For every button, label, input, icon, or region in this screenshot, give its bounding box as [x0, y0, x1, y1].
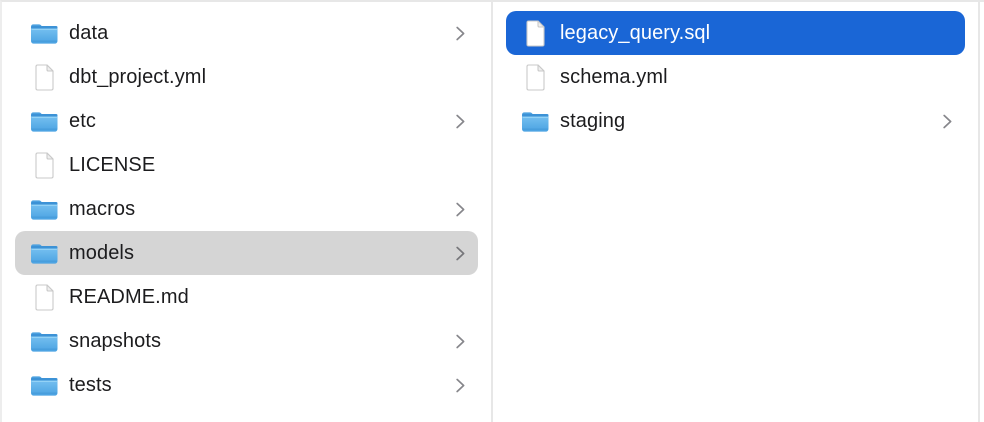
- file-label: etc: [69, 110, 96, 132]
- file-row[interactable]: tests: [15, 363, 478, 407]
- file-row[interactable]: legacy_query.sql: [506, 11, 965, 55]
- folder-icon: [29, 370, 59, 400]
- chevron-right-icon: [455, 333, 466, 350]
- column-divider[interactable]: [491, 2, 493, 422]
- document-icon: [520, 18, 550, 48]
- file-label: staging: [560, 110, 626, 132]
- file-column-right: legacy_query.sql schema.yml staging: [493, 2, 978, 422]
- file-row[interactable]: snapshots: [15, 319, 478, 363]
- chevron-right-icon: [455, 113, 466, 130]
- column-divider[interactable]: [978, 2, 980, 422]
- folder-icon: [520, 106, 550, 136]
- folder-icon: [29, 106, 59, 136]
- chevron-right-icon: [455, 377, 466, 394]
- file-row[interactable]: macros: [15, 187, 478, 231]
- file-row[interactable]: etc: [15, 99, 478, 143]
- file-label: macros: [69, 198, 136, 220]
- file-label: dbt_project.yml: [69, 66, 207, 88]
- file-label: tests: [69, 374, 112, 396]
- file-list: data dbt_project.yml etc LICENSE: [2, 2, 491, 407]
- file-label: legacy_query.sql: [560, 22, 711, 44]
- file-row[interactable]: data: [15, 11, 478, 55]
- document-icon: [29, 62, 59, 92]
- folder-icon: [29, 194, 59, 224]
- chevron-right-icon: [942, 113, 953, 130]
- file-column-left: data dbt_project.yml etc LICENSE: [2, 2, 491, 422]
- file-row[interactable]: models: [15, 231, 478, 275]
- chevron-right-icon: [455, 201, 466, 218]
- file-label: schema.yml: [560, 66, 668, 88]
- file-row[interactable]: README.md: [15, 275, 478, 319]
- file-list: legacy_query.sql schema.yml staging: [493, 2, 978, 143]
- document-icon: [520, 62, 550, 92]
- folder-icon: [29, 238, 59, 268]
- file-label: snapshots: [69, 330, 162, 352]
- file-label: LICENSE: [69, 154, 156, 176]
- file-label: data: [69, 22, 109, 44]
- file-row[interactable]: dbt_project.yml: [15, 55, 478, 99]
- document-icon: [29, 282, 59, 312]
- document-icon: [29, 150, 59, 180]
- file-label: models: [69, 242, 135, 264]
- file-label: README.md: [69, 286, 189, 308]
- file-row[interactable]: staging: [506, 99, 965, 143]
- chevron-right-icon: [455, 245, 466, 262]
- file-row[interactable]: LICENSE: [15, 143, 478, 187]
- folder-icon: [29, 326, 59, 356]
- folder-icon: [29, 18, 59, 48]
- file-row[interactable]: schema.yml: [506, 55, 965, 99]
- chevron-right-icon: [455, 25, 466, 42]
